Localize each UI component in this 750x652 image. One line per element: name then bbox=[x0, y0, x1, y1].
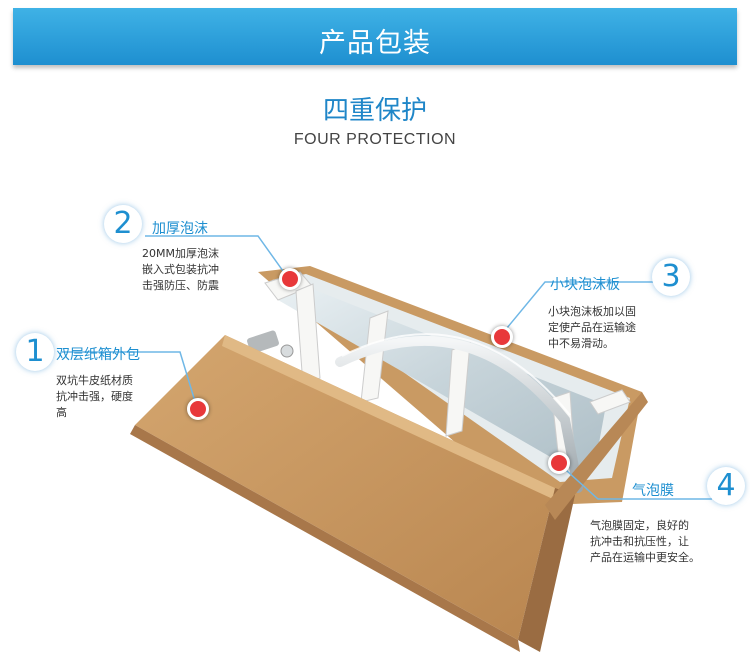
callout-3-number-badge: 3 bbox=[652, 258, 690, 296]
callout-1-number-badge: 1 bbox=[16, 333, 54, 371]
callout-1-desc-line: 高 bbox=[56, 406, 67, 419]
callout-2-desc-line: 嵌入式包装抗冲 bbox=[142, 263, 219, 276]
callout-2-number-badge: 2 bbox=[104, 205, 142, 243]
callout-1-desc-line: 抗冲击强，硬度 bbox=[56, 390, 133, 403]
marker-thick-foam bbox=[279, 268, 301, 290]
callout-2-desc-line: 20MM加厚泡沫 bbox=[142, 247, 219, 260]
callout-3-description: 小块泡沫板加以固 定使产品在运输途 中不易滑动。 bbox=[548, 304, 678, 352]
callout-4-desc-line: 气泡膜固定，良好的 bbox=[590, 519, 689, 532]
callout-3-title: 小块泡沫板 bbox=[550, 277, 620, 293]
callout-1-description: 双坑牛皮纸材质 抗冲击强，硬度 高 bbox=[56, 373, 166, 421]
callout-2-desc-line: 击强防压、防震 bbox=[142, 279, 219, 292]
header-banner: 产品包装 bbox=[13, 8, 737, 65]
marker-foam-block bbox=[491, 326, 513, 348]
callout-4-desc-line: 产品在运输中更安全。 bbox=[590, 551, 700, 564]
callout-3-desc-line: 中不易滑动。 bbox=[548, 337, 614, 350]
callout-3-desc-line: 小块泡沫板加以固 bbox=[548, 305, 636, 318]
callout-3-desc-line: 定使产品在运输途 bbox=[548, 321, 636, 334]
callout-2-description: 20MM加厚泡沫 嵌入式包装抗冲 击强防压、防震 bbox=[142, 246, 252, 294]
marker-outer-box bbox=[187, 398, 209, 420]
callout-4-number-badge: 4 bbox=[707, 467, 745, 505]
banner-title: 产品包装 bbox=[319, 28, 431, 59]
section-subtitle: FOUR PROTECTION bbox=[293, 131, 457, 148]
callout-4-desc-line: 抗冲击和抗压性，让 bbox=[590, 535, 689, 548]
callout-4-description: 气泡膜固定，良好的 抗冲击和抗压性，让 产品在运输中更安全。 bbox=[590, 518, 730, 566]
callout-1-title: 双层纸箱外包 bbox=[56, 347, 140, 363]
callout-1-desc-line: 双坑牛皮纸材质 bbox=[56, 374, 133, 387]
callout-2-title: 加厚泡沫 bbox=[152, 221, 208, 237]
marker-bubble-wrap bbox=[548, 452, 570, 474]
section-title: 四重保护 bbox=[322, 96, 427, 126]
callout-4-title: 气泡膜 bbox=[632, 483, 674, 499]
